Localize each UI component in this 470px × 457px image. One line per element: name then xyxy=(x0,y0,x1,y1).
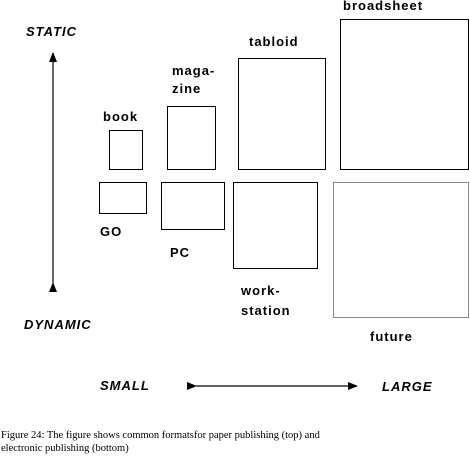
book-box xyxy=(109,130,143,170)
go-box xyxy=(99,182,147,214)
caption-line-1: Figure 24: The figure shows common forma… xyxy=(1,430,320,441)
tabloid-label: tabloid xyxy=(249,34,299,49)
axis-label-large: LARGE xyxy=(382,379,433,394)
tabloid-box xyxy=(238,58,326,170)
pc-label: PC xyxy=(170,245,190,260)
workstation-label-line1: work- xyxy=(240,283,281,298)
magazine-label-line1: maga- xyxy=(172,63,215,78)
book-label: book xyxy=(103,109,138,124)
pc-box xyxy=(161,182,225,230)
go-label: GO xyxy=(100,224,122,239)
figure-caption: Figure 24: The figure shows common forma… xyxy=(1,429,441,455)
axis-label-dynamic: DYNAMIC xyxy=(24,317,92,332)
broadsheet-label: broadsheet xyxy=(343,0,423,13)
future-label: future xyxy=(370,329,413,344)
axis-label-static: STATIC xyxy=(26,24,77,39)
future-box xyxy=(333,182,469,318)
axis-label-small: SMALL xyxy=(100,378,150,393)
broadsheet-box xyxy=(340,19,469,170)
caption-line-2: electronic publishing (bottom) xyxy=(1,443,129,454)
workstation-label-line2: station xyxy=(241,303,291,318)
magazine-label-line2: zine xyxy=(172,81,201,96)
workstation-box xyxy=(233,182,318,269)
magazine-box xyxy=(167,106,216,170)
